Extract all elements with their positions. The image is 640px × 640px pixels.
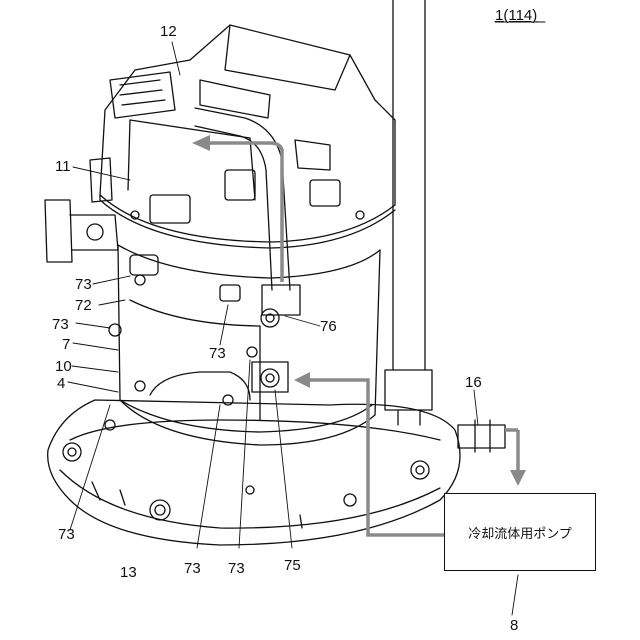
ref-73-e: 73	[184, 561, 201, 576]
fitting-75	[252, 362, 288, 392]
ref-12: 12	[160, 24, 177, 39]
ref-4: 4	[57, 376, 65, 391]
flow-arrowheads	[192, 135, 526, 486]
ref-13: 13	[120, 565, 137, 580]
ref-72: 72	[75, 298, 92, 313]
arrowhead-down	[510, 470, 526, 486]
cylindrical-housing	[109, 245, 380, 445]
ref-10: 10	[55, 359, 72, 374]
outlet-pipe-16	[458, 420, 505, 452]
ref-73-d: 73	[58, 527, 75, 542]
ref-11: 11	[55, 159, 71, 174]
ref-7: 7	[62, 337, 70, 352]
figure-label: 1(114)	[495, 8, 537, 23]
coolant-hose	[195, 108, 300, 327]
ref-8-pump: 8	[510, 618, 518, 633]
coolant-pump-box: 冷却流体用ポンプ	[444, 493, 596, 571]
arrowhead-left-12	[192, 135, 210, 151]
ref-16: 16	[465, 375, 482, 390]
coolant-pump-label: 冷却流体用ポンプ	[468, 523, 572, 542]
ref-73-f: 73	[228, 561, 245, 576]
ref-73-a: 73	[75, 277, 92, 292]
ref-73-b: 73	[52, 317, 69, 332]
arrowhead-left-75	[294, 372, 310, 388]
ref-75: 75	[284, 558, 301, 573]
upper-casing	[100, 25, 395, 248]
ref-73-c: 73	[209, 346, 226, 361]
coolant-flow-path	[210, 143, 518, 535]
ref-76: 76	[320, 319, 337, 334]
